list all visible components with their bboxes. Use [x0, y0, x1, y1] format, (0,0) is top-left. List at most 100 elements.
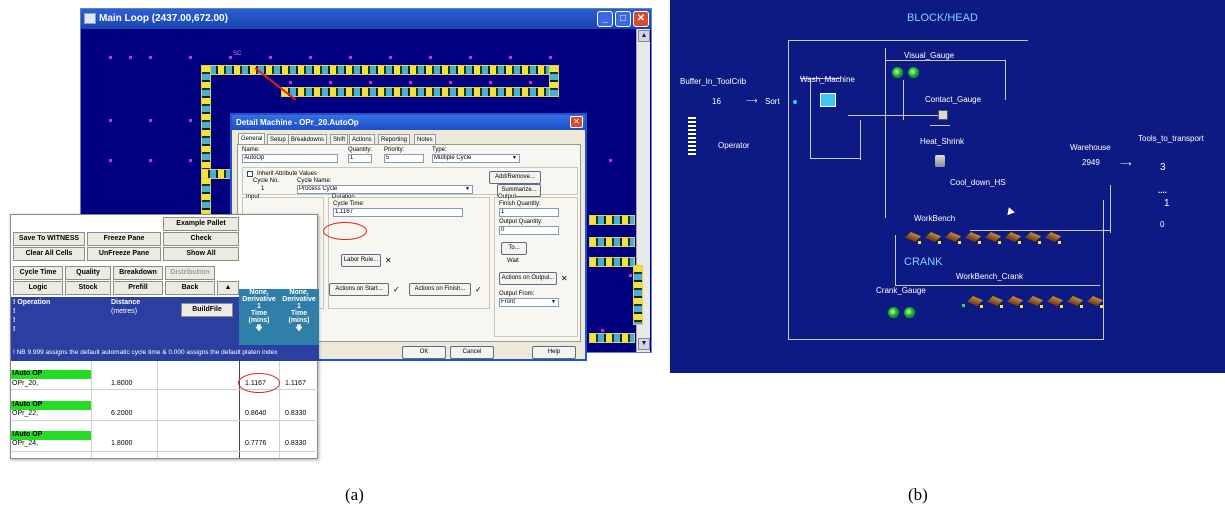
actions-on-output-button[interactable]: Actions on Output... [499, 272, 557, 285]
back-button[interactable]: Back [165, 281, 215, 295]
breakdown-button[interactable]: Breakdown [113, 266, 163, 280]
bench-marker [1038, 241, 1041, 244]
conveyor-right-c[interactable] [589, 257, 635, 267]
row-time-1[interactable]: 0.8640 [245, 410, 267, 417]
output-x-icon: ✕ [561, 274, 568, 283]
freeze-pane-button[interactable]: Freeze Pane [87, 232, 161, 246]
output-from-label: Output From: [499, 291, 535, 297]
header-bang: ! [13, 326, 16, 333]
tab-breakdowns[interactable]: Breakdowns [288, 134, 328, 144]
bench-marker [1018, 241, 1021, 244]
quantity-input[interactable]: 1 [348, 154, 372, 163]
workbench-crank-row[interactable] [960, 292, 1110, 312]
clear-all-cells-button[interactable]: Clear All Cells [13, 247, 85, 261]
crank-gauge-icon[interactable] [904, 307, 915, 318]
unfreeze-pane-button[interactable]: UnFreeze Pane [87, 247, 161, 261]
row-time-1[interactable]: 0.7776 [245, 440, 267, 447]
cycle-name-select[interactable]: Process Cycle ▼ [297, 185, 473, 194]
prefill-button[interactable]: Prefill [113, 281, 163, 295]
cancel-button[interactable]: Cancel [450, 346, 494, 359]
actions-on-start-button[interactable]: Actions on Start... [329, 283, 389, 296]
type-select[interactable]: Multiple Cycle ▼ [432, 154, 520, 163]
name-input[interactable]: AutoOp [242, 154, 338, 163]
wash-machine-label: Wash_Machine [800, 75, 855, 84]
distribution-button[interactable]: Distribution [165, 266, 215, 280]
check-button[interactable]: Check [163, 232, 239, 246]
row-time-2[interactable]: 0.8330 [285, 410, 307, 417]
row-time-2[interactable]: 1.1167 [285, 380, 306, 387]
wash-machine-icon[interactable] [820, 93, 836, 107]
row-group-label[interactable]: !Auto OP [11, 370, 91, 379]
conveyor-left-vertical[interactable] [201, 65, 211, 215]
main-loop-titlebar[interactable]: Main Loop (2437.00,672.00) _ □ ✕ [81, 9, 651, 29]
row-operation[interactable]: OPr_22, [12, 410, 39, 417]
heat-shrink-icon[interactable] [935, 155, 945, 167]
summarize-button[interactable]: Summarize... [497, 184, 541, 197]
conveyor-bottom-right[interactable] [589, 333, 635, 343]
conveyor-right-turn[interactable] [549, 65, 559, 97]
row-operation[interactable]: OPr_20, [12, 380, 39, 387]
scroll-down-icon[interactable]: ▼ [638, 338, 650, 350]
row-time-2[interactable]: 0.8330 [285, 440, 307, 447]
operator-queue-icon[interactable] [688, 117, 696, 157]
visual-gauge-icon[interactable] [892, 67, 903, 78]
ok-button[interactable]: OK [402, 346, 446, 359]
actions-on-finish-button[interactable]: Actions on Finish... [409, 283, 471, 296]
output-from-select[interactable]: Front ▼ [499, 298, 559, 307]
crank-gauge-icon[interactable] [888, 307, 899, 318]
output-quantity-input[interactable]: 0 [499, 226, 559, 235]
cycle-time-highlight-ring [323, 222, 367, 240]
tab-setup[interactable]: Setup [267, 134, 289, 144]
scroll-up-icon[interactable]: ▲ [638, 30, 650, 42]
dialog-close-icon[interactable]: ✕ [570, 116, 583, 128]
stock-button[interactable]: Stock [65, 281, 111, 295]
quality-button[interactable]: Quality [65, 266, 111, 280]
tab-reporting[interactable]: Reporting [378, 134, 411, 144]
save-to-witness-button[interactable]: Save To WITNESS [13, 232, 85, 246]
minimize-button[interactable]: _ [597, 11, 613, 27]
to-button[interactable]: To... [501, 242, 527, 255]
inherit-checkbox[interactable] [247, 171, 253, 177]
show-all-button[interactable]: Show All [163, 247, 239, 261]
cycle-time-button[interactable]: Cycle Time [13, 266, 63, 280]
workbench-row[interactable] [902, 228, 1062, 248]
row-distance[interactable]: 1.8000 [111, 380, 133, 387]
conveyor-right-vertical[interactable] [633, 265, 643, 325]
sort-node[interactable] [793, 100, 797, 104]
grid-dot [369, 81, 372, 84]
finish-quantity-input[interactable]: 1 [499, 208, 559, 217]
row-distance[interactable]: 1.8000 [111, 440, 133, 447]
bench-marker [962, 304, 965, 307]
visual-gauge-icon[interactable] [908, 67, 919, 78]
maximize-button[interactable]: □ [615, 11, 631, 27]
dialog-titlebar[interactable]: Detail Machine - OPr_20.AutoOp [232, 115, 585, 130]
bench-marker [978, 241, 981, 244]
conveyor-right-a[interactable] [589, 215, 635, 225]
contact-gauge-icon[interactable] [938, 110, 948, 120]
help-button[interactable]: Help [532, 346, 576, 359]
logic-button[interactable]: Logic [13, 281, 63, 295]
close-button[interactable]: ✕ [633, 11, 649, 27]
row-group-label[interactable]: !Auto OP [11, 431, 91, 440]
tab-general[interactable]: General [238, 133, 266, 144]
parameter-spreadsheet: Example Pallet Save To WITNESS Freeze Pa… [10, 214, 319, 459]
layout-line [860, 120, 861, 160]
row-group-label[interactable]: !Auto OP [11, 401, 91, 410]
labor-rule-button[interactable]: Labor Rule... [341, 254, 381, 267]
buildfile-button[interactable]: BuildFile [181, 303, 233, 317]
mins-label: (mins) [288, 317, 310, 324]
row-distance[interactable]: 6.2000 [111, 410, 133, 417]
scroll-up-icon[interactable]: ▲ [217, 281, 239, 295]
tab-actions[interactable]: Actions [349, 134, 375, 144]
row-operation[interactable]: OPr_24, [12, 440, 39, 447]
cycle-time-input[interactable]: 1.1167 [333, 208, 463, 217]
tab-notes[interactable]: Notes [414, 134, 436, 144]
tab-shift[interactable]: Shift [330, 134, 349, 144]
bench-marker [958, 241, 961, 244]
conveyor-upper-return[interactable] [281, 87, 557, 97]
add-remove-button[interactable]: Add/Remove... [489, 171, 541, 184]
conveyor-right-b[interactable] [589, 237, 635, 247]
priority-input[interactable]: 5 [384, 154, 424, 163]
example-pallet-button[interactable]: Example Pallet [163, 217, 239, 231]
grid-dot [629, 274, 632, 277]
